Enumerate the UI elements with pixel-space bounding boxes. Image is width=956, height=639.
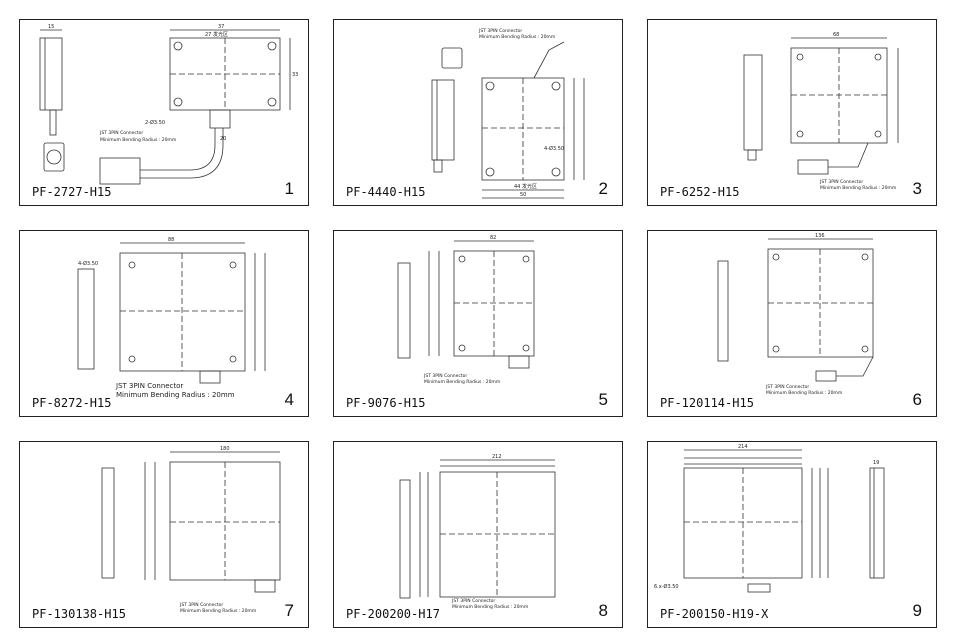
part-label: PF-200200-H17 xyxy=(346,607,440,621)
drawing-panel-6: 136 JST 3PIN Connector Minimum Bending R… xyxy=(647,230,937,417)
part-label: PF-130138-H15 xyxy=(32,607,126,621)
dim-text: 20 xyxy=(220,136,226,142)
drawing-2: JST 3PIN Connector Minimum Bending Radiu… xyxy=(431,28,585,199)
panel-number: 2 xyxy=(598,179,608,198)
panel-number: 5 xyxy=(598,390,608,409)
drawing-panel-9: 214 19 6.x-Ø3.50 PF-200150-H19-X 9 xyxy=(647,441,937,628)
drawing-5: 82 JST 3PIN Connector Minimum Bending Ra… xyxy=(397,235,535,385)
connector-text: Minimum Bending Radius : 20mm xyxy=(100,137,176,143)
dim-text: 19 xyxy=(873,460,879,466)
drawing-9: 214 19 6.x-Ø3.50 xyxy=(654,444,885,593)
drawing-panel-7: 180 JST 3PIN Connector Minimum Bending R… xyxy=(19,441,309,628)
dim-text: 6.x-Ø3.50 xyxy=(654,583,679,590)
dim-text: 214 xyxy=(738,444,748,450)
part-label: PF-4440-H15 xyxy=(346,185,426,199)
drawing-panel-2: JST 3PIN Connector Minimum Bending Radiu… xyxy=(333,19,623,206)
drawing-panel-8: 212 JST 3PIN Connector Minimum Bending R… xyxy=(333,441,623,628)
drawing-4: 88 4-Ø3.50 JST 3PIN Connector Minimum Be… xyxy=(77,237,266,399)
panel-number: 3 xyxy=(912,179,922,198)
connector-text: JST 3PIN Connector xyxy=(478,28,522,34)
dim-text: 33 xyxy=(292,72,298,78)
connector-text: JST 3PIN Connector xyxy=(451,598,495,604)
drawing-7: 180 JST 3PIN Connector Minimum Bending R… xyxy=(101,446,281,614)
drawing-panel-4: 88 4-Ø3.50 JST 3PIN Connector Minimum Be… xyxy=(19,230,309,417)
panel-number: 9 xyxy=(912,601,922,620)
drawing-panel-1: 15 37 27 发光区 33 2-Ø3.50 20 JST 3PIN Conn… xyxy=(19,19,309,206)
drawing-3: 68 JST 3PIN Connector Minimum Bending Ra… xyxy=(743,32,899,191)
part-label: PF-9076-H15 xyxy=(346,396,426,410)
connector-text: Minimum Bending Radius : 20mm xyxy=(820,185,896,191)
connector-text: JST 3PIN Connector xyxy=(99,130,143,136)
connector-text: JST 3PIN Connector xyxy=(819,179,863,185)
connector-text: JST 3PIN Connector xyxy=(179,602,223,608)
connector-text: Minimum Bending Radius : 20mm xyxy=(116,391,235,399)
drawing-8: 212 JST 3PIN Connector Minimum Bending R… xyxy=(399,454,556,610)
dim-text: 37 xyxy=(218,24,224,30)
dim-text: 50 xyxy=(520,192,526,198)
dim-text: 212 xyxy=(492,454,502,460)
dim-text: 15 xyxy=(48,24,54,30)
dim-text: 68 xyxy=(833,32,839,38)
connector-text: Minimum Bending Radius : 20mm xyxy=(766,390,842,396)
connector-text: Minimum Bending Radius : 20mm xyxy=(180,608,256,614)
dim-text: 4-Ø3.50 xyxy=(544,145,564,152)
panel-number: 7 xyxy=(284,601,294,620)
dim-text: 136 xyxy=(815,233,825,239)
connector-text: Minimum Bending Radius : 20mm xyxy=(424,379,500,385)
drawing-panel-3: 68 JST 3PIN Connector Minimum Bending Ra… xyxy=(647,19,937,206)
dim-text: 88 xyxy=(168,237,174,243)
dim-text: 180 xyxy=(220,446,230,452)
panel-number: 4 xyxy=(284,390,294,409)
dim-text: 44 发光区 xyxy=(514,183,537,190)
connector-text: JST 3PIN Connector xyxy=(423,373,467,379)
panel-number: 8 xyxy=(598,601,608,620)
part-label: PF-120114-H15 xyxy=(660,396,754,410)
panel-number: 1 xyxy=(284,179,294,198)
part-label: PF-6252-H15 xyxy=(660,185,740,199)
dim-text: 82 xyxy=(490,235,496,241)
connector-text: Minimum Bending Radius : 20mm xyxy=(479,34,555,40)
dim-text: 4-Ø3.50 xyxy=(78,260,98,267)
connector-text: Minimum Bending Radius : 20mm xyxy=(452,604,528,610)
dim-text: 27 发光区 xyxy=(205,31,228,38)
drawing-1: 15 37 27 发光区 33 2-Ø3.50 20 JST 3PIN Conn… xyxy=(39,24,298,185)
part-label: PF-200150-H19-X xyxy=(660,607,769,621)
dim-text: 2-Ø3.50 xyxy=(145,119,165,126)
drawing-6: 136 JST 3PIN Connector Minimum Bending R… xyxy=(717,233,874,396)
connector-text: JST 3PIN Connector xyxy=(115,382,183,390)
panel-number: 6 xyxy=(912,390,922,409)
drawing-panel-5: 82 JST 3PIN Connector Minimum Bending Ra… xyxy=(333,230,623,417)
connector-text: JST 3PIN Connector xyxy=(765,384,809,390)
part-label: PF-2727-H15 xyxy=(32,185,112,199)
part-label: PF-8272-H15 xyxy=(32,396,112,410)
